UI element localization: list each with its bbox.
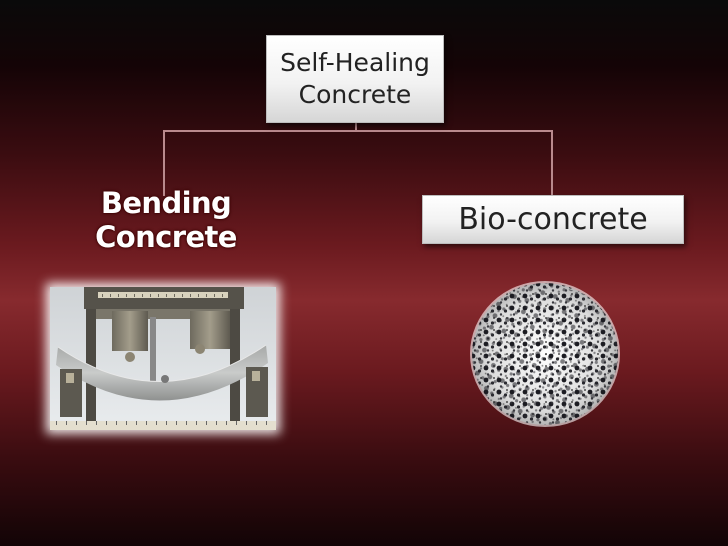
node-bending-concrete-label: Bending Concrete (95, 186, 237, 254)
connector-right-drop (551, 130, 553, 195)
node-bio-concrete-label: Bio-concrete (458, 202, 648, 237)
root-label-line2: Concrete (298, 80, 412, 109)
node-bending-concrete[interactable]: Bending Concrete (34, 186, 294, 254)
connector-horizontal (163, 130, 553, 132)
root-label-line1: Self-Healing (280, 48, 430, 77)
node-bio-concrete[interactable]: Bio-concrete (422, 195, 684, 244)
root-node[interactable]: Self-Healing Concrete (266, 35, 444, 123)
bending-concrete-photo (50, 287, 276, 430)
bio-concrete-photo (470, 281, 620, 427)
root-node-label: Self-Healing Concrete (280, 47, 430, 111)
connector-left-drop (163, 130, 165, 196)
connector-root-stem (355, 123, 357, 131)
